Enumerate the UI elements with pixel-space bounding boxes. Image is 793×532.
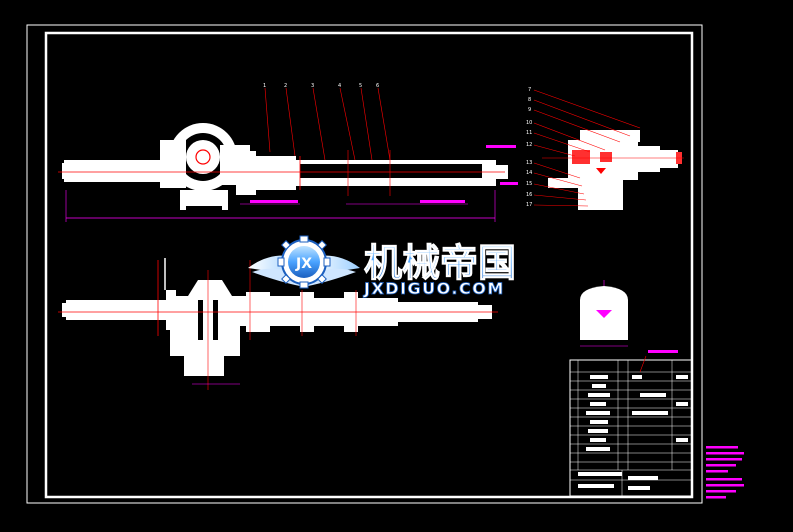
logo-letters: JX xyxy=(295,256,312,272)
part-number: 13 xyxy=(526,160,532,166)
part-number: 17 xyxy=(526,202,532,208)
outer-sheet-border xyxy=(26,24,703,504)
part-number: 7 xyxy=(528,87,531,93)
bottom-view xyxy=(58,258,498,390)
right-side-view xyxy=(486,89,684,210)
top-main-view xyxy=(58,87,508,222)
part-numbers-top: 1 2 3 4 5 6 xyxy=(263,83,379,89)
technical-notes xyxy=(706,446,744,499)
part-number: 10 xyxy=(526,120,532,126)
part-number: 5 xyxy=(359,83,362,89)
title-block xyxy=(569,350,693,497)
part-number: 6 xyxy=(376,83,379,89)
part-number: 1 xyxy=(263,83,266,89)
part-number: 9 xyxy=(528,107,531,113)
part-number: 15 xyxy=(526,181,532,187)
part-number: 11 xyxy=(526,130,532,136)
part-number: 16 xyxy=(526,192,532,198)
watermark: JX 机械帝国 JXDIGUO.COM xyxy=(248,235,517,298)
part-number: 2 xyxy=(284,83,287,89)
part-number: 14 xyxy=(526,170,532,176)
part-number: 12 xyxy=(526,142,532,148)
part-number: 3 xyxy=(311,83,314,89)
part-numbers-right: 7 8 9 10 11 12 13 14 15 16 17 xyxy=(526,87,532,208)
watermark-brand-en: JXDIGUO.COM xyxy=(363,279,505,298)
watermark-brand-cn: 机械帝国 xyxy=(364,241,516,285)
inner-frame xyxy=(44,31,694,499)
part-number: 8 xyxy=(528,97,531,103)
section-view xyxy=(580,280,628,347)
part-number: 4 xyxy=(338,83,341,89)
